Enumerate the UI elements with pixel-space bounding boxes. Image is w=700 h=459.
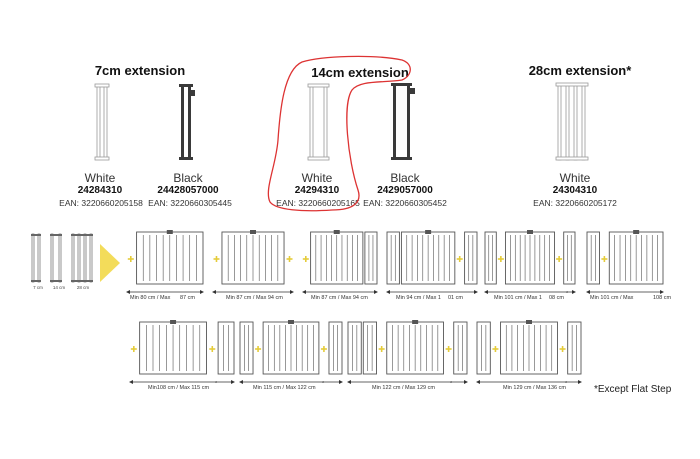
black-14cm-extension-image: [391, 83, 415, 160]
variant-color: White: [84, 171, 116, 185]
gate-range-caption: 08 cm: [549, 295, 564, 301]
variant-ean: EAN: 3220660305445: [148, 198, 232, 208]
gate-configuration-illustration: [347, 320, 468, 384]
variant-sku: 24304310: [552, 185, 598, 196]
heading-7cm: 7cm extension: [94, 63, 186, 78]
gate-range-caption: Min 87 cm / Max 94 cm: [226, 295, 283, 301]
variant-ean: EAN: 3220660305452: [363, 198, 447, 208]
variant-sku: 24294310: [294, 185, 340, 196]
white-7cm-extension-image: [94, 83, 110, 161]
white-14cm-extension-image: [307, 83, 330, 161]
gate-range-caption: Min 80 cm / Max: [130, 295, 171, 301]
white-28cm-extension-image: [555, 82, 589, 161]
gate-range-caption: Min 115 cm / Max 122 cm: [253, 385, 316, 391]
legend-label: 14 cm: [52, 285, 66, 290]
legend-14cm-icon: [50, 233, 62, 283]
extension-legend: [31, 233, 93, 283]
heading-28cm: 28cm extension*: [528, 63, 632, 78]
variant-sku: 24428057000: [157, 185, 219, 196]
gate-configuration-illustration: [302, 230, 378, 294]
gate-configuration-illustration: [239, 320, 343, 384]
gate-range-caption: Min 94 cm / Max 1: [396, 295, 441, 301]
gate-configuration-illustration: [386, 230, 478, 294]
variant-color: Black: [390, 171, 420, 185]
variant-color: Black: [173, 171, 203, 185]
variant-ean: EAN: 3220660205165: [276, 198, 360, 208]
gate-range-caption: Min 101 cm / Max 1: [494, 295, 542, 301]
gate-configuration-illustration: [586, 230, 664, 294]
gate-configuration-illustration: [129, 320, 235, 384]
variant-color: White: [559, 171, 591, 185]
gate-range-caption: *: [322, 381, 325, 387]
variant-ean: EAN: 3220660205172: [533, 198, 617, 208]
footnote: *Except Flat Step: [594, 384, 672, 395]
gate-range-caption: Min 122 cm / Max 129 cm: [372, 385, 435, 391]
yellow-arrow-icon: [100, 244, 120, 282]
red-highlight-annotation: [267, 55, 411, 212]
variant-color: White: [301, 171, 333, 185]
gate-range-caption: Min 87 cm / Max 94 cm: [311, 295, 368, 301]
gate-range-caption: *: [566, 291, 569, 297]
variant-ean: EAN: 3220660205158: [59, 198, 143, 208]
gate-configuration-illustration: [212, 230, 294, 294]
gate-configuration-illustration: [484, 230, 576, 294]
legend-7cm-icon: [31, 233, 41, 283]
gate-range-caption: *: [565, 381, 568, 387]
gate-range-caption: Min 101 cm / Max: [590, 295, 634, 301]
variant-sku: 2429057000: [377, 185, 433, 196]
gate-range-caption: Min 129 cm / Max 136 cm: [503, 385, 566, 391]
gate-range-caption: 01 cm: [448, 295, 463, 301]
variant-sku: 24284310: [77, 185, 123, 196]
legend-label: 7 cm: [33, 285, 43, 290]
gate-range-caption: 87 cm: [180, 295, 195, 301]
gate-range-caption: Min108 cm / Max 115 cm: [148, 385, 210, 391]
gate-configuration-illustration: [476, 320, 582, 384]
legend-28cm-icon: [71, 233, 93, 283]
gate-range-caption: *: [450, 381, 453, 387]
black-7cm-extension-image: [179, 84, 195, 160]
legend-label: 28 cm: [76, 285, 90, 290]
gate-configuration-illustration: [126, 230, 204, 294]
gate-range-caption: 108 cm: [653, 295, 672, 301]
heading-14cm: 14cm extension: [311, 65, 409, 80]
gate-range-caption: *: [215, 381, 218, 387]
